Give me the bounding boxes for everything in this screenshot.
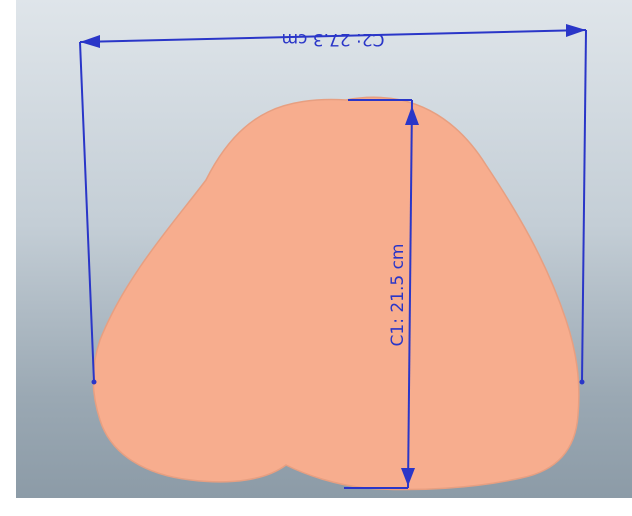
3d-viewport[interactable]: C2: 27.3 cm C1: 21.5 cm <box>16 0 632 498</box>
c2-label: C2: 27.3 cm <box>282 29 385 49</box>
c1-top-arrowhead <box>405 106 419 125</box>
c2-measurement[interactable] <box>79 29 587 383</box>
c2-right-extension-line <box>581 29 587 383</box>
c1-measurement[interactable] <box>344 99 413 489</box>
c1-dimension-line <box>407 99 413 489</box>
c2-left-extension-line <box>79 41 95 383</box>
c1-label: C1: 21.5 cm <box>388 244 408 347</box>
c2-right-arrowhead <box>566 24 586 37</box>
c2-right-endpoint[interactable] <box>579 379 585 385</box>
viewport-canvas[interactable]: C2: 27.3 cm C1: 21.5 cm <box>16 0 632 498</box>
c1-bottom-arrowhead <box>401 468 415 486</box>
c2-left-endpoint[interactable] <box>91 379 97 385</box>
c2-left-arrowhead <box>80 35 100 48</box>
organ-mesh[interactable] <box>92 96 580 491</box>
c2-dimension-line <box>79 29 587 43</box>
